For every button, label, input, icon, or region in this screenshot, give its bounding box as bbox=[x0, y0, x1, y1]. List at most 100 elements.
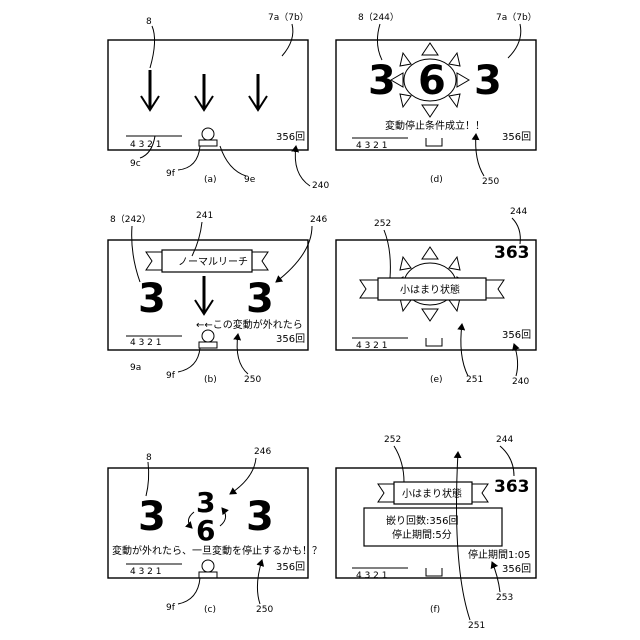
panel-a-spin-arrow-mid bbox=[195, 74, 213, 110]
panel-a-ref-screen: 7a（7b） bbox=[268, 12, 309, 23]
panel-e-result-digits: 363 bbox=[494, 243, 530, 263]
panel-d-counter: 356回 bbox=[502, 131, 531, 143]
panel-b-ref-8: 8（242） bbox=[110, 214, 151, 225]
panel-c-character-icon bbox=[199, 560, 217, 578]
panel-c-hold-digits: 4 3 2 1 bbox=[130, 567, 162, 577]
panel-b-banner-text: ノーマルリーチ bbox=[178, 256, 248, 268]
panel-d-character-slot bbox=[426, 138, 442, 146]
panel-a-ref-240: 240 bbox=[312, 181, 329, 191]
panel-e-ref-251: 251 bbox=[466, 375, 483, 385]
panel-a-caption: (a) bbox=[204, 175, 217, 185]
panel-c-digit-mid-bottom: 6 bbox=[196, 514, 215, 547]
panel-f-character-slot bbox=[426, 568, 442, 576]
panel-b-ref-241: 241 bbox=[196, 211, 213, 221]
panel-f-result-digits: 363 bbox=[494, 477, 530, 497]
panel-b-spin-arrow bbox=[195, 276, 213, 314]
panel-a-spin-arrow-left bbox=[141, 70, 159, 110]
panel-d-caption: (d) bbox=[430, 175, 443, 185]
panel-b-leader-250 bbox=[237, 334, 248, 374]
panel-d-leader-250 bbox=[476, 134, 484, 176]
panel-e-counter: 356回 bbox=[502, 329, 531, 341]
panel-b-note: ←←この変動が外れたら bbox=[196, 318, 303, 331]
panel-e-banner-text: 小はまり状態 bbox=[400, 283, 460, 296]
panel-d-digit-right: 3 bbox=[474, 58, 502, 104]
panel-f-counter: 356回 bbox=[502, 563, 531, 575]
panel-a-ref-9f: 9f bbox=[166, 169, 176, 179]
panel-b-ref-9a: 9a bbox=[130, 363, 141, 373]
panel-d-leader-screen bbox=[508, 24, 521, 58]
panel-e-hold-digits: 4 3 2 1 bbox=[356, 341, 388, 351]
panel-c-message: 変動が外れたら、一旦変動を停止するかも！？ bbox=[112, 544, 322, 557]
panel-b-digit-right: 3 bbox=[246, 276, 274, 322]
panel-c-digit-right: 3 bbox=[246, 494, 274, 540]
panel-c-ref-9f: 9f bbox=[166, 603, 176, 613]
panel-f-box-line1: 嵌り回数:356回 bbox=[386, 514, 458, 527]
panel-b: ノーマルリーチ 3 3 ←←この変動が外れたら 4 3 2 1 356回 8（2… bbox=[108, 211, 327, 385]
panel-a-character-icon bbox=[199, 128, 217, 146]
panel-e-leader-240 bbox=[514, 344, 518, 376]
panel-d: 3 6 3 変動停止条件成立！！ 4 3 2 1 356回 8（244） 7a（… bbox=[336, 12, 537, 187]
panel-f-leader-252 bbox=[394, 446, 404, 482]
panel-c-ref-8: 8 bbox=[146, 453, 152, 463]
panel-a-hold-digits: 4 3 2 1 bbox=[130, 140, 162, 150]
panel-b-digit-left: 3 bbox=[138, 276, 166, 322]
panel-c-counter: 356回 bbox=[276, 561, 305, 573]
panel-d-digit-mid: 6 bbox=[418, 58, 446, 104]
panel-d-hold-digits: 4 3 2 1 bbox=[356, 141, 388, 151]
panel-b-leader-8 bbox=[132, 226, 140, 282]
panel-f-ref-252: 252 bbox=[384, 435, 401, 445]
panel-b-caption: (b) bbox=[204, 375, 217, 385]
panel-b-leader-246 bbox=[276, 226, 312, 282]
panel-f-leader-253 bbox=[492, 562, 500, 592]
panel-b-ref-9f: 9f bbox=[166, 371, 176, 381]
panel-f-stop-timer: 停止期間1:05 bbox=[468, 548, 530, 561]
panel-f-box-line2: 停止期間:5分 bbox=[392, 528, 452, 541]
panel-f-hold-digits: 4 3 2 1 bbox=[356, 571, 388, 581]
panel-b-counter: 356回 bbox=[276, 333, 305, 345]
panel-b-leader-9f bbox=[178, 348, 200, 372]
panel-f-ref-251: 251 bbox=[468, 621, 485, 631]
panel-c-digit-left: 3 bbox=[138, 494, 166, 540]
panel-c-leader-8 bbox=[146, 462, 149, 496]
panel-d-ref-250: 250 bbox=[482, 177, 499, 187]
panel-a-leader-240 bbox=[295, 146, 310, 186]
panel-c-caption: (c) bbox=[204, 605, 216, 615]
panel-b-ref-250: 250 bbox=[244, 375, 261, 385]
panel-d-ref-screen: 7a（7b） bbox=[496, 12, 537, 23]
panel-e-leader-252 bbox=[384, 230, 390, 278]
panel-f-ref-253: 253 bbox=[496, 593, 513, 603]
panel-c-ref-250: 250 bbox=[256, 605, 273, 615]
panel-f-leader-244 bbox=[500, 446, 514, 476]
panel-f-banner-text: 小はまり状態 bbox=[402, 487, 462, 500]
panel-c-swap-arrow-right bbox=[220, 508, 226, 526]
panel-b-hold-digits: 4 3 2 1 bbox=[130, 338, 162, 348]
panel-e-ref-240: 240 bbox=[512, 377, 529, 387]
panel-c-leader-246 bbox=[230, 458, 256, 494]
panel-a-ref-9c: 9c bbox=[130, 159, 141, 169]
panel-d-message: 変動停止条件成立！！ bbox=[385, 119, 485, 132]
panel-d-leader-8 bbox=[377, 24, 382, 60]
panel-e-ref-252: 252 bbox=[374, 219, 391, 229]
panel-a-ref-arrows: 8 bbox=[146, 17, 152, 27]
panel-c-swap-arrow-left bbox=[188, 512, 194, 528]
panel-e-ref-244: 244 bbox=[510, 207, 527, 217]
panel-b-character-icon bbox=[199, 330, 217, 348]
panel-d-digit-left: 3 bbox=[368, 58, 396, 104]
panel-a-leader-8 bbox=[150, 26, 155, 68]
panel-c-leader-9f bbox=[178, 578, 200, 604]
panel-a-ref-9e: 9e bbox=[244, 175, 256, 185]
panel-d-ref-8: 8（244） bbox=[358, 12, 399, 23]
panel-c-leader-250 bbox=[257, 560, 262, 604]
panel-e: 小はまり状態 363 4 3 2 1 356回 252 244 251 240 … bbox=[336, 207, 536, 387]
panel-c-ref-246: 246 bbox=[254, 447, 271, 457]
panel-a: 4 3 2 1 356回 8 7a（7b） 9c 9f 9e 240 (a) bbox=[108, 12, 329, 191]
panel-f-ref-244: 244 bbox=[496, 435, 513, 445]
panel-e-character-slot bbox=[426, 338, 442, 346]
panel-b-ref-246: 246 bbox=[310, 215, 327, 225]
panel-f-caption: (f) bbox=[430, 605, 440, 615]
panel-a-spin-arrow-right bbox=[249, 74, 267, 110]
panel-f: 小はまり状態 363 嵌り回数:356回 停止期間:5分 停止期間1:05 4 … bbox=[336, 435, 536, 631]
panel-c: 3 3 6 3 変動が外れたら、一旦変動を停止するかも！？ 4 3 2 1 35… bbox=[108, 447, 322, 615]
panel-a-counter: 356回 bbox=[276, 131, 305, 143]
